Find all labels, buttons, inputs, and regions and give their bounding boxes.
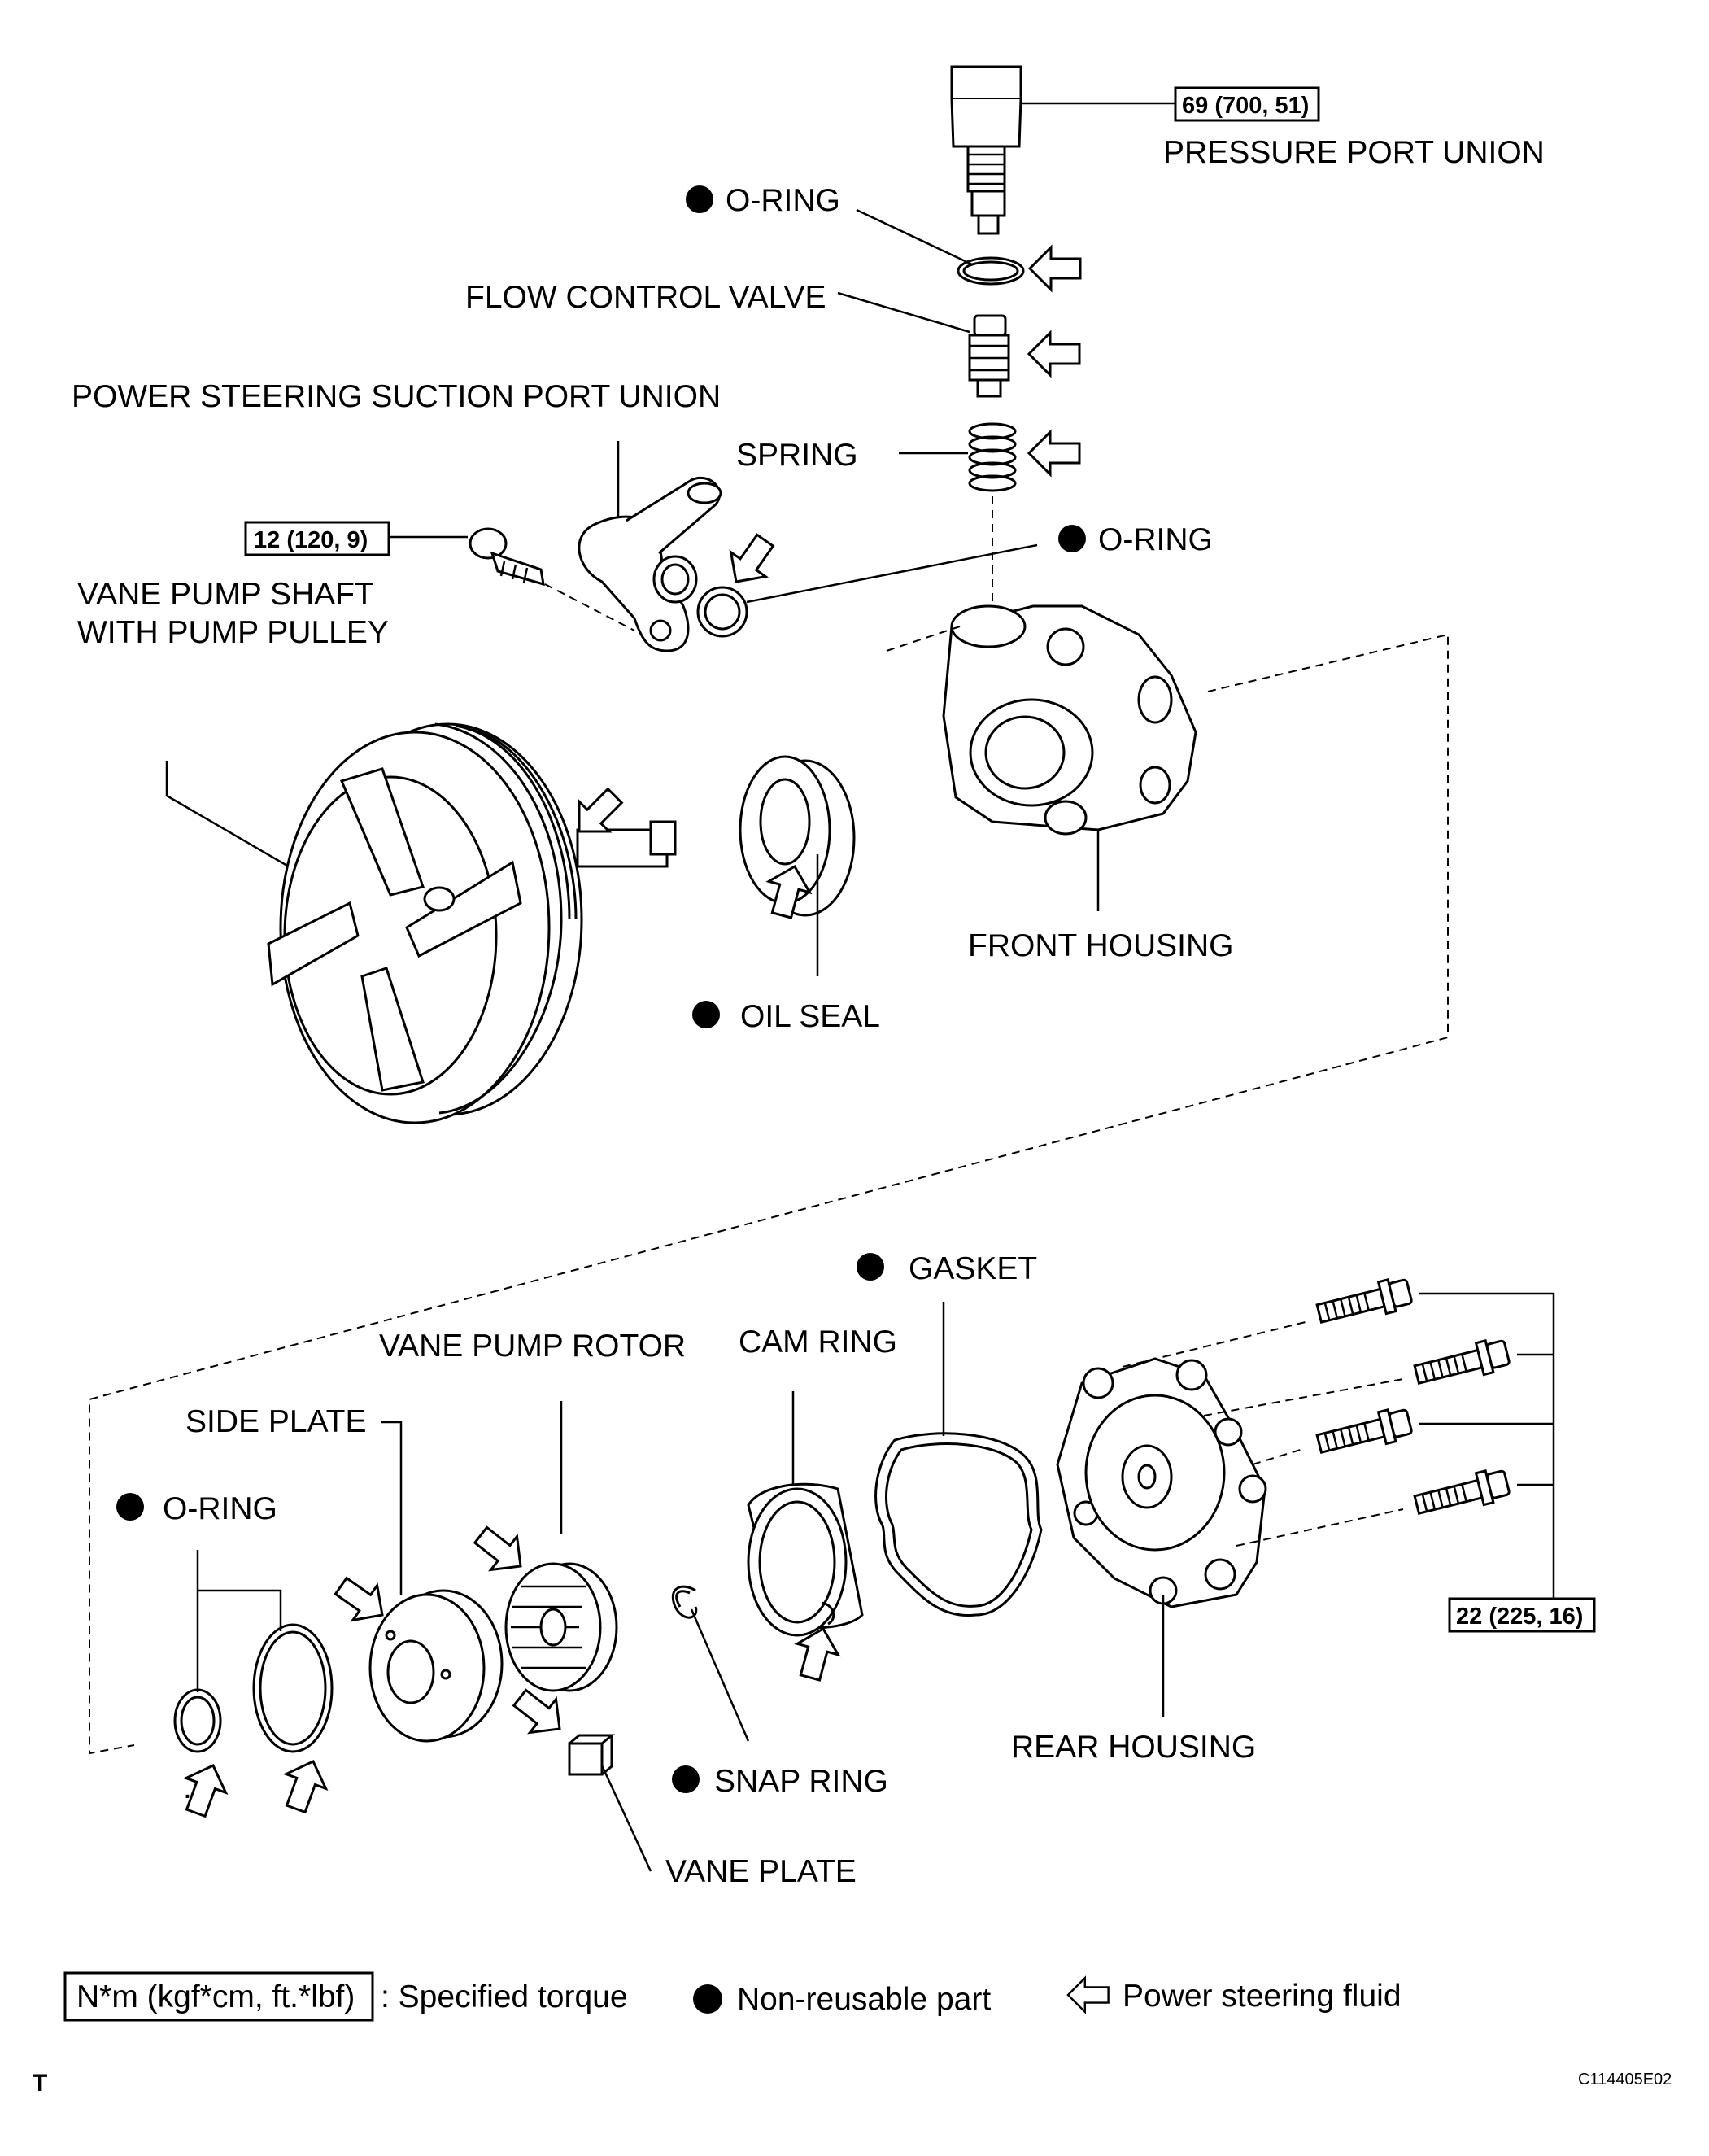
rear-housing-bolt-1 [1314, 1274, 1415, 1331]
o-ring-bottom-nonreusable-icon [116, 1493, 144, 1521]
suction-port-union-label: POWER STEERING SUCTION PORT UNION [72, 379, 721, 414]
side-plate-leader [381, 1421, 403, 1595]
o-ring-bottom-small-part [173, 1688, 222, 1753]
gasket-part [874, 1432, 1043, 1617]
legend-nonreusable-icon [693, 1984, 722, 2014]
flow-control-valve-fluid-arrow [1027, 331, 1081, 377]
vane-plate-label: VANE PLATE [665, 1854, 857, 1889]
cam-ring-label: CAM RING [739, 1325, 897, 1360]
spring-part [968, 422, 1017, 492]
vane-plate-part [568, 1734, 616, 1776]
spring-label: SPRING [736, 438, 858, 473]
spring-fluid-arrow [1027, 430, 1081, 476]
oil-seal-label: OIL SEAL [740, 999, 880, 1034]
rear-housing-bolt-3 [1314, 1404, 1415, 1461]
o-ring-bottom-large-part [252, 1623, 334, 1753]
pressure-port-union-torque: 69 (700, 51) [1182, 93, 1309, 119]
vane-pump-rotor-part [504, 1562, 618, 1692]
flow-control-valve-label: FLOW CONTROL VALVE [465, 280, 826, 315]
pressure-port-union-part [950, 65, 1022, 235]
o-ring-mid-nonreusable-icon [1058, 525, 1086, 552]
oil-seal-nonreusable-icon [692, 1001, 720, 1028]
cam-ring-part [747, 1482, 864, 1637]
suction-bolt-torque-box [244, 521, 390, 556]
vane-pump-pulley-part [267, 722, 677, 1124]
o-ring-top-part [957, 256, 1025, 286]
suction-port-union-part [578, 476, 722, 652]
rear-housing-bolt-2 [1411, 1335, 1512, 1392]
rear-housing-bolts-torque-box [1448, 1597, 1596, 1633]
o-ring-mid-label: O-RING [1098, 522, 1213, 557]
front-housing-label: FRONT HOUSING [968, 928, 1233, 963]
vane-plate-leader [600, 1765, 652, 1872]
side-plate-part [368, 1589, 504, 1743]
side-plate-label: SIDE PLATE [185, 1404, 367, 1439]
vane-pump-shaft-leader [165, 761, 338, 897]
pressure-port-union-torque-box [1174, 86, 1320, 122]
rear-housing-label: REAR HOUSING [1011, 1730, 1256, 1765]
rear-housing-bolt-4 [1411, 1465, 1512, 1522]
o-ring-mid-fluid-arrow [717, 526, 784, 596]
front-housing-part [942, 604, 1197, 836]
gasket-nonreusable-icon [857, 1253, 884, 1281]
o-ring-top-nonreusable-icon [686, 185, 713, 213]
legend-fluid-label: Power steering fluid [1123, 1979, 1402, 2014]
vane-pump-rotor-fluid-arrow [466, 1517, 535, 1584]
rear-housing-part [1056, 1357, 1267, 1608]
legend-torque-desc: : Specified torque [381, 1979, 628, 2014]
svg-text:.: . [183, 1770, 192, 1805]
flow-control-valve-leader [837, 291, 970, 334]
legend-fluid-arrow-icon [1066, 1976, 1110, 2014]
rear-housing-bolts-leader [1419, 1292, 1555, 1599]
figure-code: C114405E02 [1578, 2071, 1672, 2088]
o-ring-bottom-leader [196, 1550, 282, 1692]
snap-ring-leader [690, 1608, 750, 1742]
legend-nonreusable-label: Non-reusable part [737, 1982, 991, 2017]
vane-pump-rotor-label: VANE PUMP ROTOR [379, 1329, 686, 1364]
o-ring-bottom-label: O-RING [163, 1491, 277, 1526]
gasket-label: GASKET [909, 1251, 1037, 1286]
legend-torque-unit: N*m (kgf*cm, ft.*lbf) [76, 1979, 355, 2014]
snap-ring-label: SNAP RING [714, 1764, 888, 1799]
o-ring-top-fluid-arrow [1028, 246, 1082, 291]
o-ring-bottom-large-fluid-arrow [274, 1752, 334, 1818]
suction-bolt-part [469, 527, 545, 587]
rear-housing-bolts-torque: 22 (225, 16) [1456, 1604, 1583, 1630]
o-ring-top-leader [856, 208, 973, 266]
vane-pump-shaft-label-line1: VANE PUMP SHAFT [77, 577, 374, 612]
pressure-port-union-label: PRESSURE PORT UNION [1163, 135, 1545, 170]
snap-ring-nonreusable-icon [672, 1765, 700, 1793]
suction-bolt-torque: 12 (120, 9) [254, 527, 368, 553]
vane-pump-shaft-label-line2: WITH PUMP PULLEY [77, 615, 389, 650]
o-ring-mid-leader [746, 543, 1038, 604]
flow-control-valve-part [968, 314, 1010, 398]
corner-mark: T [33, 2070, 47, 2097]
o-ring-mid-part [696, 586, 748, 638]
legend-torque-box [63, 1971, 374, 2022]
o-ring-top-label: O-RING [726, 183, 840, 218]
